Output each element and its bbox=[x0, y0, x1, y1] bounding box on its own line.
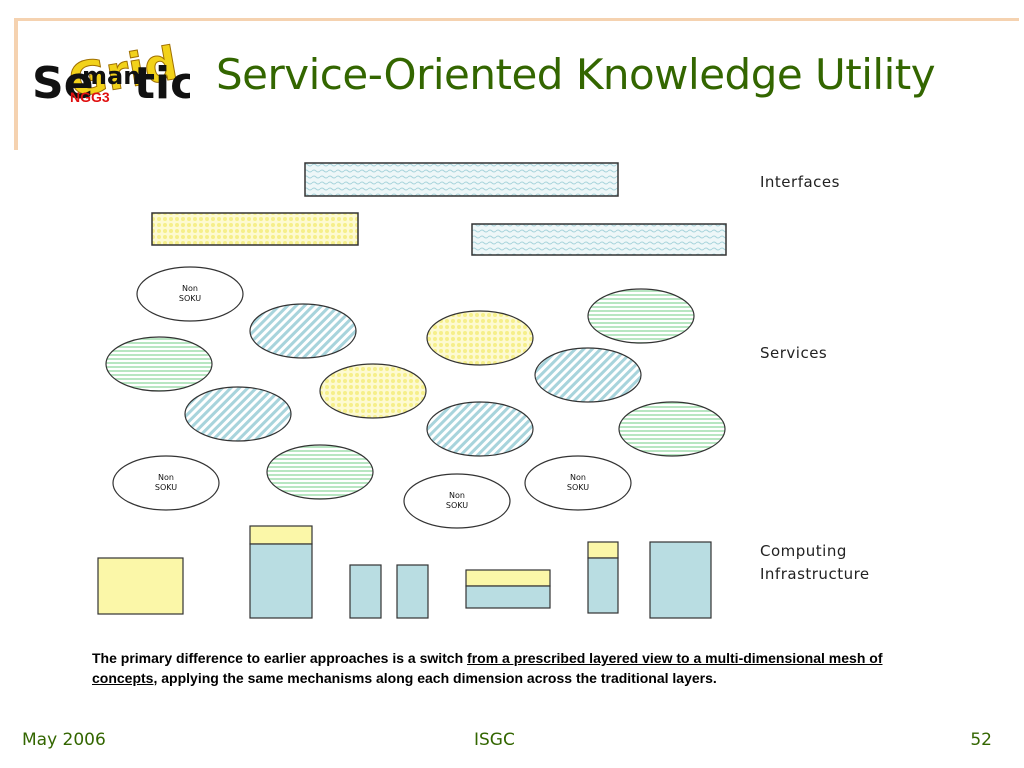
svg-text:SOKU: SOKU bbox=[567, 483, 589, 492]
infrastructure-block bbox=[465, 569, 551, 587]
infrastructure-block bbox=[396, 564, 429, 619]
interface-box bbox=[304, 162, 619, 197]
soku-service-yellow bbox=[319, 363, 427, 419]
footer-date: May 2006 bbox=[22, 730, 106, 750]
non-soku-service: Non SOKU bbox=[403, 473, 511, 529]
svg-text:SOKU: SOKU bbox=[155, 483, 177, 492]
non-soku-service: Non SOKU bbox=[524, 455, 632, 511]
logo-man-text: man bbox=[82, 62, 140, 90]
layer-label-computing: Computing bbox=[760, 542, 847, 560]
soku-service-green bbox=[105, 336, 213, 392]
caption: The primary difference to earlier approa… bbox=[92, 648, 892, 688]
soku-service-green bbox=[587, 288, 695, 344]
infrastructure-block bbox=[587, 557, 619, 614]
soku-service-blue bbox=[426, 401, 534, 457]
decorative-vertical-line bbox=[14, 18, 18, 150]
infrastructure-block bbox=[349, 564, 382, 619]
logo-tic-text: tic bbox=[134, 58, 190, 109]
svg-text:Non: Non bbox=[158, 473, 174, 482]
infrastructure-block bbox=[249, 543, 313, 619]
svg-text:Non: Non bbox=[182, 284, 198, 293]
non-soku-service: Non SOKU bbox=[136, 266, 244, 322]
infrastructure-block bbox=[97, 557, 184, 615]
footer-page-number: 52 bbox=[970, 730, 992, 750]
interface-box bbox=[151, 212, 359, 246]
infrastructure-block bbox=[649, 541, 712, 619]
layer-label-services: Services bbox=[760, 344, 827, 362]
interface-box bbox=[471, 223, 727, 256]
infrastructure-block bbox=[587, 541, 619, 559]
logo-se-text: Se bbox=[32, 58, 94, 109]
svg-text:Non: Non bbox=[449, 491, 465, 500]
logo-ngg3-badge: NGG3 bbox=[70, 89, 110, 105]
soku-service-blue bbox=[184, 386, 292, 442]
soku-service-yellow bbox=[426, 310, 534, 366]
soku-service-blue bbox=[249, 303, 357, 359]
page-title: Service-Oriented Knowledge Utility bbox=[216, 50, 936, 99]
footer-center: ISGC bbox=[474, 730, 515, 750]
svg-text:SOKU: SOKU bbox=[179, 294, 201, 303]
decorative-horizontal-line bbox=[14, 18, 1019, 21]
soku-diagram: Interfaces Non SOKU Non SOKU Non SOKU No… bbox=[97, 162, 870, 619]
layer-label-infrastructure: Infrastructure bbox=[760, 565, 870, 583]
caption-text-after: , applying the same mechanisms along eac… bbox=[153, 670, 717, 686]
caption-text-before: The primary difference to earlier approa… bbox=[92, 650, 468, 666]
svg-text:Non: Non bbox=[570, 473, 586, 482]
layer-label-interfaces: Interfaces bbox=[760, 173, 840, 191]
svg-text:SOKU: SOKU bbox=[446, 501, 468, 510]
semantic-grid-logo: Grid Se man tic NGG3 bbox=[32, 35, 190, 109]
infrastructure-block bbox=[465, 585, 551, 609]
caption-text-underlined: from a prescribed layered view to a mult… bbox=[92, 650, 883, 686]
non-soku-service: Non SOKU bbox=[112, 455, 220, 511]
soku-service-green bbox=[266, 444, 374, 500]
infrastructure-block bbox=[249, 525, 313, 545]
soku-service-blue bbox=[534, 347, 642, 403]
soku-service-green bbox=[618, 401, 726, 457]
